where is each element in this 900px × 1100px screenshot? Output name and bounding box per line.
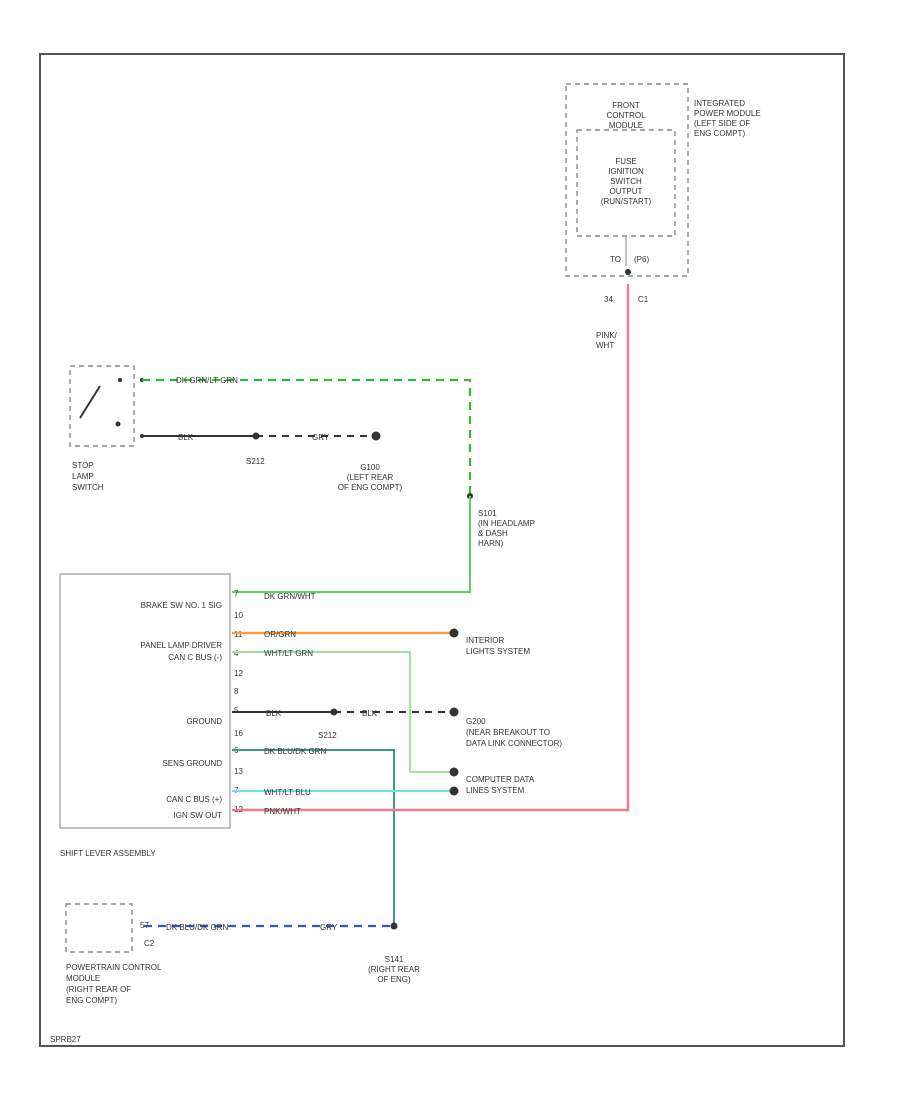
pin-num-7: 5 bbox=[234, 706, 239, 715]
shift-lever-assembly: SHIFT LEVER ASSEMBLY BRAKE SW NO. 1 SIG … bbox=[59, 573, 243, 858]
ipm-pin-left: TO bbox=[610, 255, 621, 264]
ipm-conn-left: 34 bbox=[604, 295, 613, 304]
wire-ign-out-label: PNK/WHT bbox=[264, 807, 301, 816]
pin-name-sensground: SENS GROUND bbox=[162, 759, 222, 768]
wire-ground-a-label: BLK bbox=[266, 709, 282, 718]
stop-lamp-box bbox=[69, 365, 135, 447]
pin-num-5: 12 bbox=[234, 669, 243, 678]
pin-name-panel: PANEL LAMP DRIVER bbox=[140, 641, 222, 650]
pin-num-2: 10 bbox=[234, 611, 243, 620]
pin-num-3: 11 bbox=[234, 630, 243, 639]
wire-stop-green-label: DK GRN/LT GRN bbox=[176, 376, 238, 385]
splice-s212b: S212 bbox=[318, 731, 337, 740]
pin-name-brake: BRAKE SW NO. 1 SIG bbox=[141, 601, 222, 610]
pcm-conn: C2 bbox=[144, 939, 155, 948]
wire-can-minus bbox=[232, 651, 452, 773]
splice-s212a: S212 bbox=[246, 457, 265, 466]
shift-lever-box bbox=[59, 573, 231, 829]
ipm-pin-right: (P6) bbox=[634, 255, 649, 264]
pin-num-8: 16 bbox=[234, 729, 243, 738]
ipm-wire-label: PINK/WHT bbox=[596, 331, 618, 350]
wire-sens-ground bbox=[232, 749, 395, 926]
pcm-box bbox=[65, 903, 133, 953]
wire-can-plus-label: WHT/LT BLU bbox=[264, 788, 311, 797]
pin-num-4: 4 bbox=[234, 649, 239, 658]
pin-name-canminus: CAN C BUS (-) bbox=[168, 653, 222, 662]
footer-code: SPRB27 bbox=[50, 1035, 81, 1044]
wire-ground-b-label: BLK bbox=[362, 709, 378, 718]
switch-contact bbox=[79, 385, 101, 419]
wire-panel-lamp-label: OR/GRN bbox=[264, 630, 296, 639]
wire-pcm-gray-label: GRY bbox=[320, 923, 338, 932]
pin-name-ignout: IGN SW OUT bbox=[174, 811, 223, 820]
wire-pcm-label: DK BLU/DK GRN bbox=[166, 923, 228, 932]
pin-name-canplus: CAN C BUS (+) bbox=[166, 795, 222, 804]
pin-num-6: 8 bbox=[234, 687, 239, 696]
wire-sens-ground-label: DK BLU/DK GRN bbox=[264, 747, 326, 756]
ipm-conn-right: C1 bbox=[638, 295, 649, 304]
wire-stop-black-label: BLK bbox=[178, 433, 194, 442]
wire-ign-out bbox=[232, 284, 630, 812]
wire-gray-label: GRY bbox=[312, 433, 330, 442]
pin-name-ground: GROUND bbox=[186, 717, 222, 726]
wire-s101-green bbox=[232, 496, 471, 593]
wire-brake-label: DK GRN/WHT bbox=[264, 592, 316, 601]
wire-stop-green bbox=[142, 378, 472, 496]
pin-num-10: 13 bbox=[234, 767, 243, 776]
pin-num-1: 7 bbox=[234, 589, 239, 598]
diagram-frame bbox=[39, 53, 845, 1047]
shift-lever-label: SHIFT LEVER ASSEMBLY bbox=[60, 849, 156, 858]
wire-can-minus-label: WHT/LT GRN bbox=[264, 649, 313, 658]
ipm-box bbox=[565, 83, 689, 277]
